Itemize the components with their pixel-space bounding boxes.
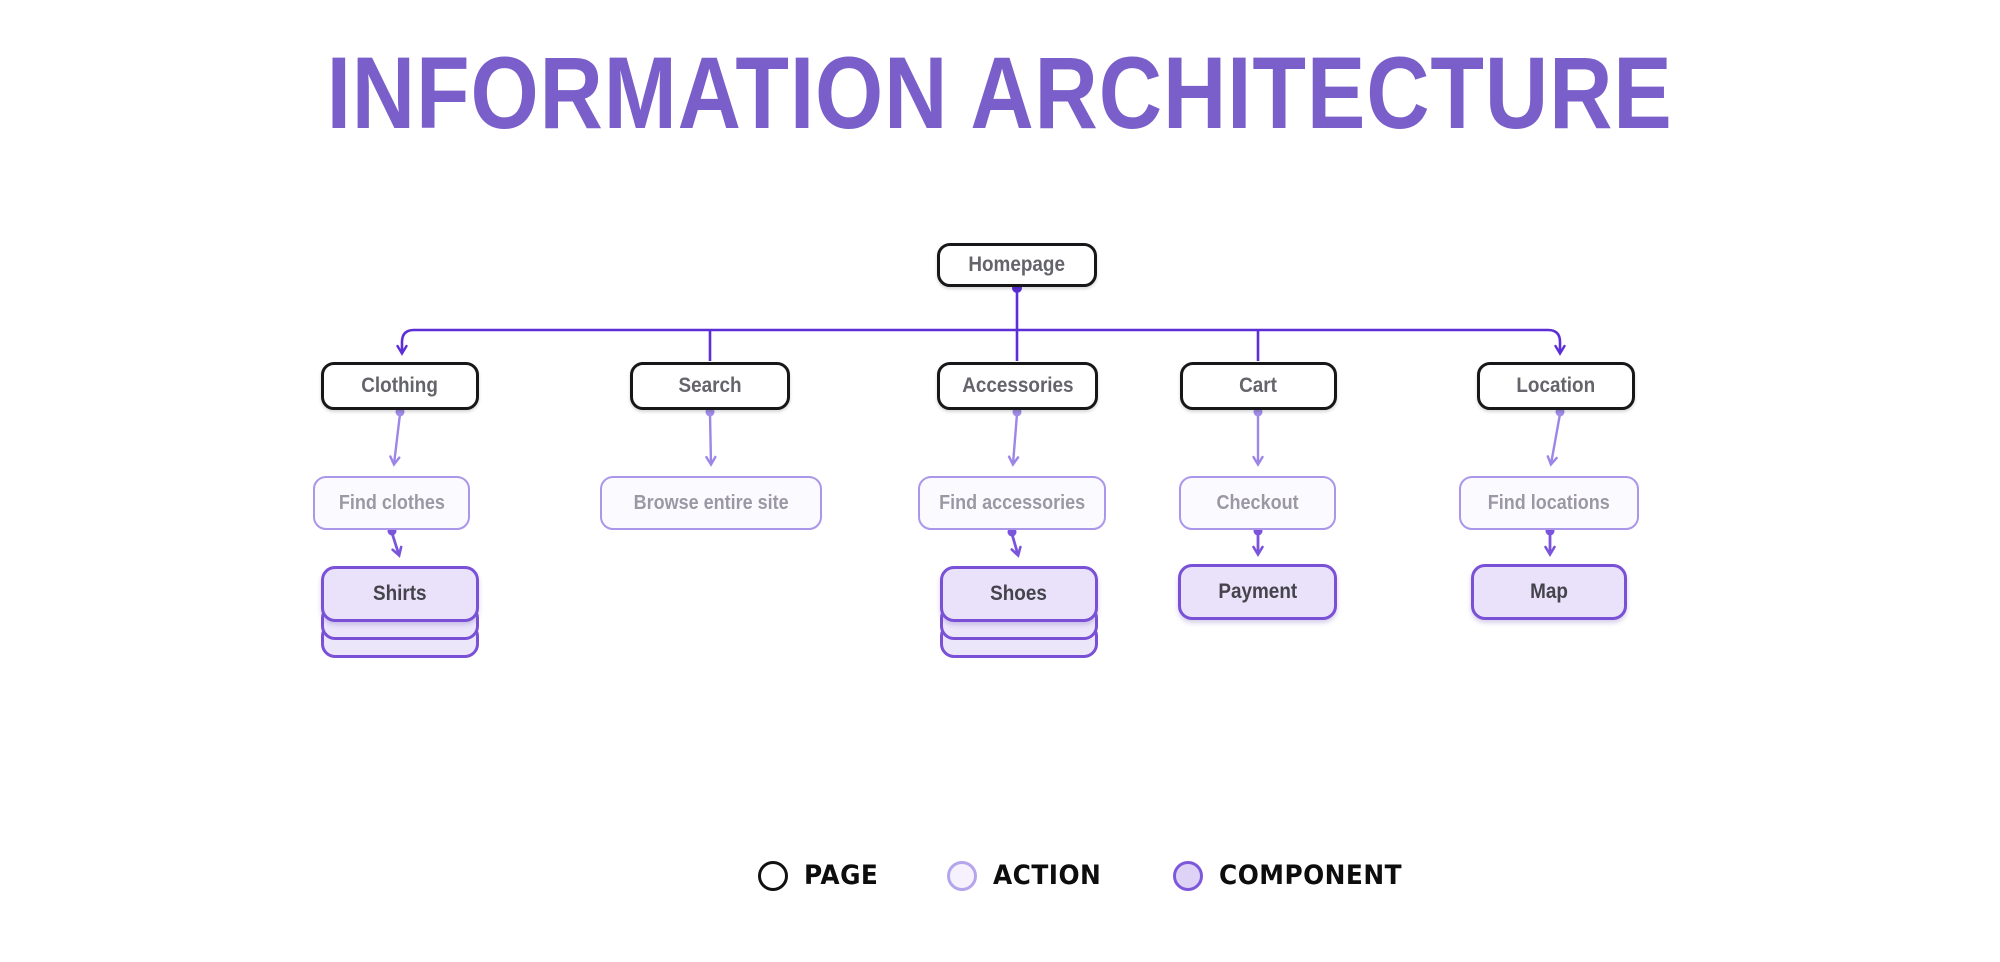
- node-accessories: Accessories: [937, 362, 1098, 410]
- node-label: Map: [1530, 580, 1568, 603]
- node-location: Location: [1477, 362, 1635, 410]
- node-search: Search: [630, 362, 790, 410]
- node-homepage: Homepage: [937, 243, 1097, 287]
- node-label: Find locations: [1487, 491, 1611, 514]
- node-checkout: Checkout: [1179, 476, 1336, 530]
- node-label: Shoes: [990, 582, 1048, 605]
- component-circle-icon: [1172, 860, 1203, 891]
- node-find-locations: Find locations: [1459, 476, 1639, 530]
- legend-label: PAGE: [804, 860, 879, 891]
- node-payment: Payment: [1178, 564, 1337, 620]
- page-title: INFORMATION ARCHITECTURE: [0, 42, 2000, 144]
- node-label: Accessories: [961, 374, 1074, 397]
- stack-layer: [940, 658, 1098, 694]
- node-browse-entire-site: Browse entire site: [600, 476, 822, 530]
- legend: PAGE ACTION COMPONENT: [758, 860, 1417, 891]
- node-label: Shirts: [373, 582, 427, 605]
- node-label: Checkout: [1216, 491, 1299, 514]
- node-shirts-stack: Shirts: [321, 566, 479, 696]
- node-shirts: Shirts: [321, 566, 479, 622]
- node-label: Browse entire site: [633, 491, 789, 514]
- action-circle-icon: [946, 860, 977, 891]
- node-find-accessories: Find accessories: [918, 476, 1106, 530]
- node-find-clothes: Find clothes: [313, 476, 470, 530]
- node-shoes-stack: Shoes: [940, 566, 1098, 696]
- node-label: Payment: [1218, 580, 1297, 603]
- action-component-edges: [390, 532, 1556, 558]
- legend-item-page: PAGE: [758, 860, 885, 891]
- stack-layer: [321, 658, 479, 694]
- node-shoes: Shoes: [940, 566, 1098, 622]
- node-label: Clothing: [361, 374, 439, 397]
- node-map: Map: [1471, 564, 1627, 620]
- node-label: Cart: [1239, 374, 1278, 397]
- page-circle-icon: [758, 860, 788, 891]
- node-label: Homepage: [968, 253, 1066, 276]
- node-cart: Cart: [1180, 362, 1337, 410]
- page-action-edges: [389, 413, 1562, 467]
- legend-label: COMPONENT: [1218, 860, 1402, 891]
- node-label: Find clothes: [338, 491, 445, 514]
- legend-item-action: ACTION: [946, 860, 1111, 891]
- node-clothing: Clothing: [321, 362, 479, 410]
- legend-label: ACTION: [992, 860, 1102, 891]
- legend-item-component: COMPONENT: [1172, 860, 1418, 891]
- node-label: Location: [1516, 374, 1596, 397]
- page-title-text: INFORMATION ARCHITECTURE: [326, 36, 1674, 150]
- trunk-edges: [396, 288, 1566, 361]
- node-label: Find accessories: [938, 491, 1086, 514]
- node-label: Search: [678, 374, 742, 397]
